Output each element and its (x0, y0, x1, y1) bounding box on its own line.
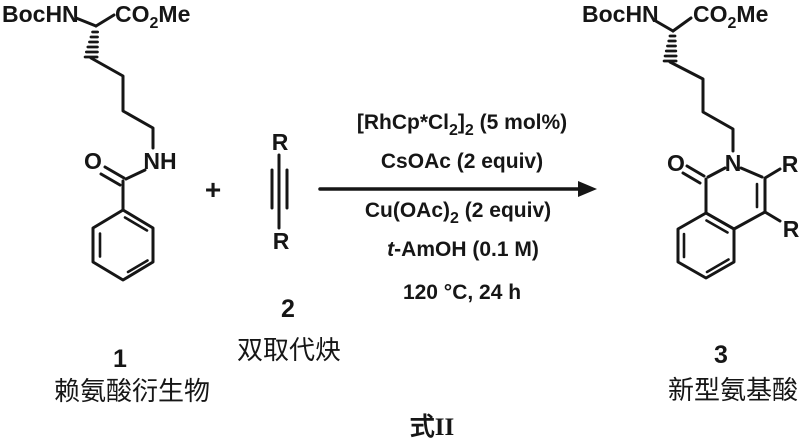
bond-c3-r1 (763, 167, 782, 180)
product-3: BocHN CO2Me O N R R 3 新型氨基酸 (582, 1, 800, 405)
compound-1-name: 赖氨酸衍生物 (54, 377, 210, 406)
compound-3-number: 3 (714, 341, 728, 369)
bond-nh-carbonyl (124, 168, 147, 181)
carbonyl-double-bond (99, 165, 126, 187)
bond-n-c1 (706, 166, 727, 179)
amide-nh-label: NH (143, 148, 176, 174)
ring-o-label: O (667, 150, 685, 176)
alkyl-chain-3 (668, 60, 735, 153)
alkyl-chain (89, 56, 155, 150)
condition-solvent: t-AmOH (0.1 M) (387, 238, 539, 261)
r-top-label: R (272, 129, 289, 155)
benzene-ring-1-inner-bonds (98, 216, 149, 274)
bochn-label-1: BocHN (2, 1, 79, 27)
bond-alpha-ester (94, 13, 116, 28)
triple-bond (270, 153, 289, 230)
reactant-1: BocHN CO2Me O NH 1 赖氨酸衍生物 (2, 1, 210, 406)
bond-c4-c4a (732, 210, 767, 231)
condition-oxidant: Cu(OAc)2 (2 equiv) (365, 199, 551, 227)
condition-temp-time: 120 °C, 24 h (403, 281, 521, 304)
bond-alpha-ester-3 (671, 16, 693, 33)
compound-2-name: 双取代炔 (237, 336, 341, 365)
bochn-label-3: BocHN (582, 1, 659, 27)
r1-label: R (782, 151, 799, 177)
ester-label-3: CO2Me (693, 1, 768, 32)
stereo-hash-bond (83, 30, 99, 59)
ester-label-1: CO2Me (115, 1, 190, 32)
r-bottom-label: R (273, 228, 290, 254)
benzene-ring-3-inner-bonds (682, 232, 730, 274)
amide-o-label: O (84, 148, 102, 174)
bond-n-alpha (74, 16, 98, 28)
benzene-ring-3 (676, 211, 736, 280)
scheme-caption: 式II (410, 413, 454, 441)
compound-2-number: 2 (281, 295, 295, 323)
ring-n-label: N (725, 150, 742, 176)
arrow-head (578, 181, 597, 197)
r2-label: R (783, 216, 800, 242)
alkyne-2: R R 2 双取代炔 (237, 129, 341, 365)
condition-catalyst: [RhCp*Cl2]2 (5 mol%) (357, 111, 567, 139)
compound-1-number: 1 (113, 345, 127, 373)
stereo-hash-bond-3 (662, 34, 678, 63)
condition-base: CsOAc (2 equiv) (381, 150, 543, 173)
fused-inner-bond (705, 219, 729, 234)
ring-carbonyl-double-bond (681, 164, 706, 185)
bond-n-alpha-3 (652, 18, 675, 33)
compound-3-name: 新型氨基酸 (668, 376, 798, 405)
reaction-arrow: [RhCp*Cl2]2 (5 mol%) CsOAc (2 equiv) Cu(… (318, 111, 597, 304)
plus-sign: + (205, 174, 221, 205)
benzene-ring-1 (91, 208, 155, 282)
bond-c4-r2 (763, 210, 782, 223)
bond-n-c3 (739, 166, 764, 179)
